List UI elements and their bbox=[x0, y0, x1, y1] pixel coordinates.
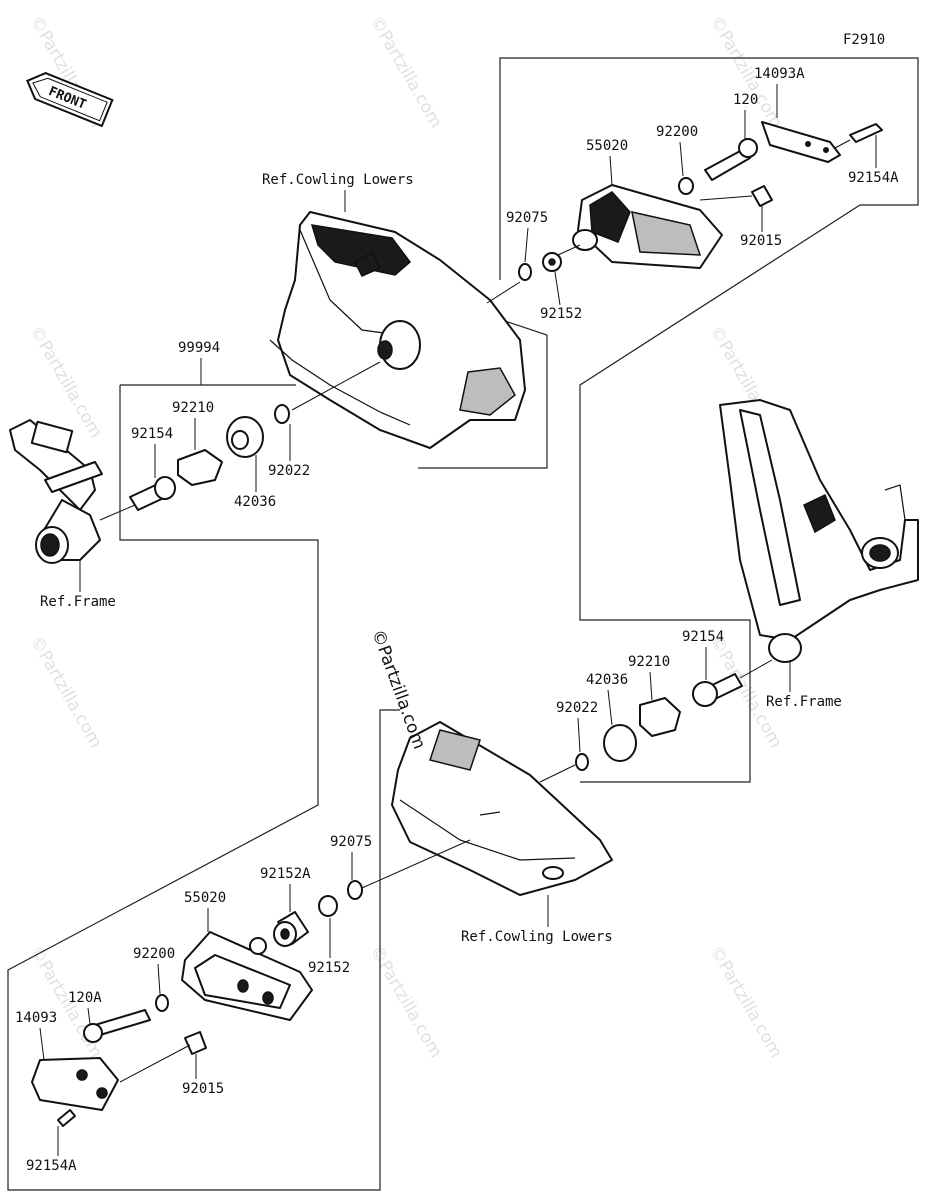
part-label-92015-bot: 92015 bbox=[182, 1081, 224, 1097]
part-label-92152A: 92152A bbox=[260, 866, 311, 882]
watermark-layer: ©Partzilla.com ©Partzilla.com ©Partzilla… bbox=[26, 13, 786, 1062]
upper-cowling-lower: Ref.Cowling Lowers bbox=[262, 172, 526, 449]
watermark-logo: ©Partzilla.com bbox=[367, 627, 429, 752]
watermark: ©Partzilla.com bbox=[706, 943, 786, 1062]
right-frame: Ref.Frame bbox=[719, 399, 919, 710]
part-label-120A: 120A bbox=[68, 990, 102, 1006]
part-label-92075-bot: 92075 bbox=[330, 834, 372, 850]
part-label-92022-right: 92022 bbox=[556, 700, 598, 716]
part-label-92210-right: 92210 bbox=[628, 654, 670, 670]
bottom-left-frame-slider: 92075 92152A 55020 92200 92152 120A 1409… bbox=[15, 834, 471, 1174]
part-label-92154-left: 92154 bbox=[131, 426, 173, 442]
part-label-42036-right: 42036 bbox=[586, 672, 628, 688]
ref-cowling-upper: Ref.Cowling Lowers bbox=[262, 172, 414, 188]
grouping-lines bbox=[7, 57, 919, 1191]
part-label-92154A-bot: 92154A bbox=[26, 1158, 77, 1174]
part-label-92075-top: 92075 bbox=[506, 210, 548, 226]
ref-frame-left: Ref.Frame bbox=[40, 594, 116, 610]
part-label-99994: 99994 bbox=[178, 340, 220, 356]
top-right-frame-slider: 14093A 120 92200 55020 92154A 92075 9201… bbox=[486, 66, 899, 322]
part-label-92210-left: 92210 bbox=[172, 400, 214, 416]
ref-frame-right: Ref.Frame bbox=[766, 694, 842, 710]
part-label-92200-top: 92200 bbox=[656, 124, 698, 140]
part-label-92015-top: 92015 bbox=[740, 233, 782, 249]
diagram-code: F2910 bbox=[843, 32, 885, 48]
part-label-92200-bot: 92200 bbox=[133, 946, 175, 962]
left-mounting-parts: 99994 92210 92154 42036 92022 bbox=[99, 340, 381, 521]
watermark: ©Partzilla.com bbox=[26, 633, 106, 752]
part-label-55020-top: 55020 bbox=[586, 138, 628, 154]
right-mounting-parts: 92154 92210 42036 92022 bbox=[539, 629, 773, 783]
part-label-120: 120 bbox=[733, 92, 758, 108]
part-label-92154-right: 92154 bbox=[682, 629, 724, 645]
part-label-14093A: 14093A bbox=[754, 66, 805, 82]
part-label-92152-top: 92152 bbox=[540, 306, 582, 322]
left-frame: Ref.Frame bbox=[9, 419, 116, 610]
lower-cowling-lower: Ref.Cowling Lowers ©Partzilla.com bbox=[367, 627, 613, 945]
watermark: ©Partzilla.com bbox=[366, 13, 446, 132]
part-label-92152-bot: 92152 bbox=[308, 960, 350, 976]
part-label-14093: 14093 bbox=[15, 1010, 57, 1026]
part-label-92154A-top: 92154A bbox=[848, 170, 899, 186]
ref-cowling-lower: Ref.Cowling Lowers bbox=[461, 929, 613, 945]
part-label-92022-left: 92022 bbox=[268, 463, 310, 479]
watermark: ©Partzilla.com bbox=[366, 943, 446, 1062]
part-label-55020-bot: 55020 bbox=[184, 890, 226, 906]
part-label-42036-left: 42036 bbox=[234, 494, 276, 510]
